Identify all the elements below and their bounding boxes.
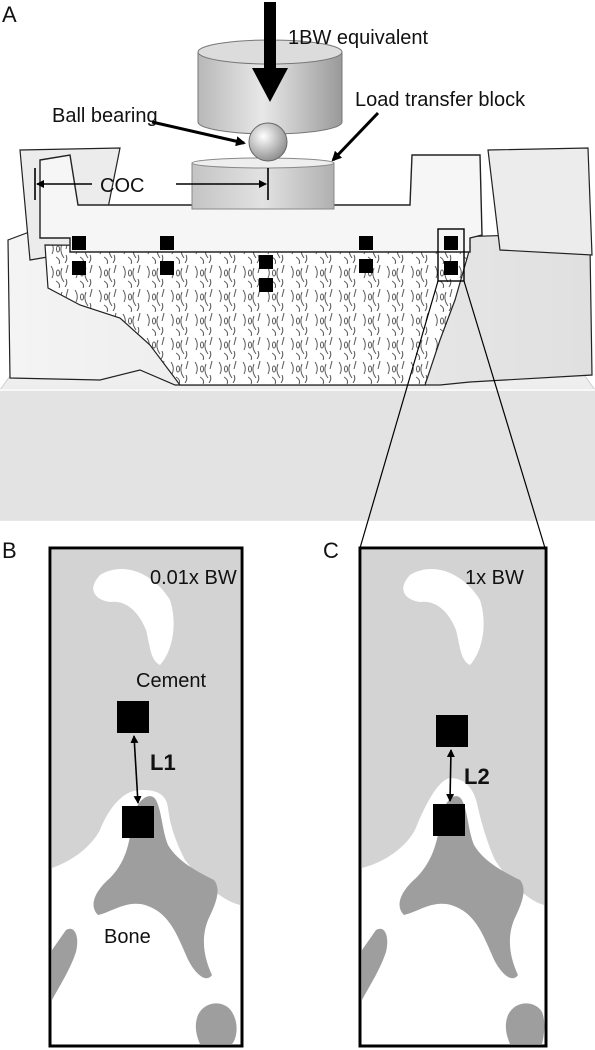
l1-distance-arrow xyxy=(130,735,142,804)
coc-dimension: COC xyxy=(34,168,269,200)
zoom-line-left xyxy=(359,280,439,549)
marker-square xyxy=(259,278,273,292)
marker-square xyxy=(160,261,174,275)
base-tray xyxy=(0,361,595,521)
marker-square xyxy=(359,259,373,273)
panel-c-bone xyxy=(362,796,545,1044)
l2-label: L2 xyxy=(464,764,490,789)
marker-square-lower xyxy=(122,806,154,838)
marker-square xyxy=(160,236,174,250)
panel-c-letter: C xyxy=(323,538,339,563)
panel-a: A xyxy=(0,2,595,549)
panel-b-frame xyxy=(48,546,244,1048)
panel-a-letter: A xyxy=(2,2,17,27)
panel-b-bone xyxy=(52,796,237,1044)
panel-b: B 0.01x BW Cement Bone L1 xyxy=(2,538,244,1048)
marker-square-lower xyxy=(433,804,465,836)
load-label: 1BW equivalent xyxy=(288,27,429,49)
panel-c: C 1x BW L2 xyxy=(323,538,548,1048)
l2-distance-arrow xyxy=(446,749,455,802)
marker-square xyxy=(72,261,86,275)
panel-b-letter: B xyxy=(2,538,17,563)
load-block-pointer xyxy=(331,111,380,162)
marker-square xyxy=(72,236,86,250)
panel-b-load-text: 0.01x BW xyxy=(150,567,237,589)
marker-square-upper xyxy=(117,701,149,733)
marker-square xyxy=(444,261,458,275)
load-arrow xyxy=(252,2,288,102)
tibial-tray xyxy=(39,154,483,253)
marker-square xyxy=(259,255,273,269)
marker-square-upper xyxy=(436,715,468,747)
panel-c-load-text: 1x BW xyxy=(465,567,524,589)
zoom-region-box xyxy=(437,228,465,282)
load-transfer-block xyxy=(191,162,335,210)
ball-bearing-label: Ball bearing xyxy=(52,105,158,127)
marker-square xyxy=(444,236,458,250)
ball-bearing xyxy=(248,122,288,162)
marker-square xyxy=(359,236,373,250)
bone-label: Bone xyxy=(104,926,151,948)
cancellous-region xyxy=(44,244,471,386)
cement-label: Cement xyxy=(136,670,206,692)
load-block-label: Load transfer block xyxy=(355,89,526,111)
zoom-line-right xyxy=(463,280,546,549)
ball-bearing-pointer xyxy=(151,120,246,147)
l1-label: L1 xyxy=(150,750,176,775)
coc-label: COC xyxy=(100,175,144,197)
marker-squares xyxy=(72,236,458,292)
right-condyle xyxy=(487,147,593,256)
panel-c-frame xyxy=(358,546,548,1048)
